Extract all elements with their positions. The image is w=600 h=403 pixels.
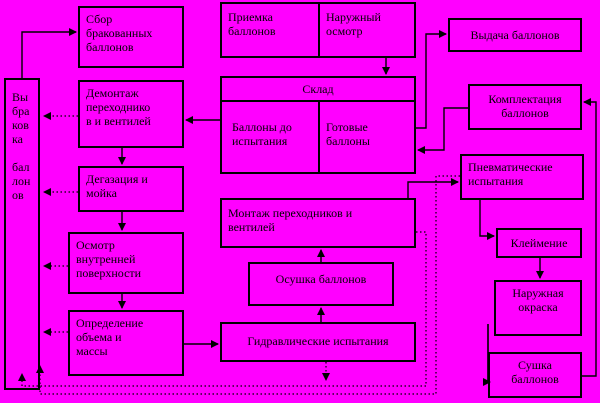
exterior-painting-box: Наружная окраска [494, 280, 582, 336]
volume-mass-label: Определение объема и массы [76, 316, 144, 358]
dismount-box: Демонтаж переходнико в и вентилей [78, 80, 184, 148]
connector-mount-to-pneumatic [407, 178, 459, 198]
dismount-label: Демонтаж переходнико в и вентилей [86, 86, 151, 128]
before-test-label: Баллоны до испытания [232, 120, 292, 148]
completion-box: Комплектация баллонов [468, 84, 582, 130]
drying1-label: Осушка баллонов [275, 272, 367, 286]
volume-mass-box: Определение объема и массы [68, 310, 184, 376]
stamping-label: Клеймение [510, 236, 568, 250]
reception-inspection-box: Приемка баллонов Наружный осмотр [220, 2, 416, 58]
connector-reject-to-collection [21, 28, 77, 78]
issue-box: Выдача баллонов [448, 18, 582, 52]
connector-warehouse-to-issue [416, 30, 447, 129]
pneumatic-test-label: Пневматические испытания [468, 160, 553, 188]
mount-box: Монтаж переходников и вентилей [220, 198, 416, 248]
exterior-painting-label: Наружная окраска [512, 286, 564, 314]
warehouse-label: Склад [302, 82, 334, 96]
pneumatic-test-box: Пневматические испытания [460, 154, 584, 200]
connector-drying2-to-completion [582, 98, 597, 377]
reception-label: Приемка баллонов [228, 10, 276, 38]
drying1-box: Осушка баллонов [248, 262, 394, 306]
reject-label: Вы бра ков ка бал лон ов [12, 90, 31, 202]
degas-label: Дегазация и мойка [86, 172, 148, 200]
hydraulic-test-box: Гидравлические испытания [220, 322, 416, 362]
connector-completion-to-warehouse [417, 107, 468, 154]
external-inspection-label: Наружный осмотр [326, 10, 381, 38]
hydraulic-test-label: Гидравлические испытания [247, 334, 389, 348]
drying2-box: Сушка баллонов [488, 352, 582, 398]
degas-box: Дегазация и мойка [78, 166, 184, 212]
completion-label: Комплектация баллонов [488, 92, 562, 120]
reject-collection-label: Сбор бракованных баллонов [86, 12, 153, 54]
inner-inspection-box: Осмотр внутренней поверхности [68, 232, 184, 294]
inner-inspection-label: Осмотр внутренней поверхности [76, 238, 142, 280]
issue-label: Выдача баллонов [470, 28, 560, 42]
drying2-label: Сушка баллонов [511, 358, 559, 386]
connector-pneumatic-to-stamping [479, 200, 495, 240]
reject-collection-box: Сбор бракованных баллонов [78, 6, 184, 68]
ready-label: Готовые баллоны [326, 120, 370, 148]
stamping-box: Клеймение [496, 228, 582, 258]
warehouse-box: Склад Баллоны до испытания Готовые балло… [220, 76, 416, 174]
mount-label: Монтаж переходников и вентилей [228, 206, 353, 234]
reject-box: Вы бра ков ка бал лон ов [4, 78, 40, 390]
